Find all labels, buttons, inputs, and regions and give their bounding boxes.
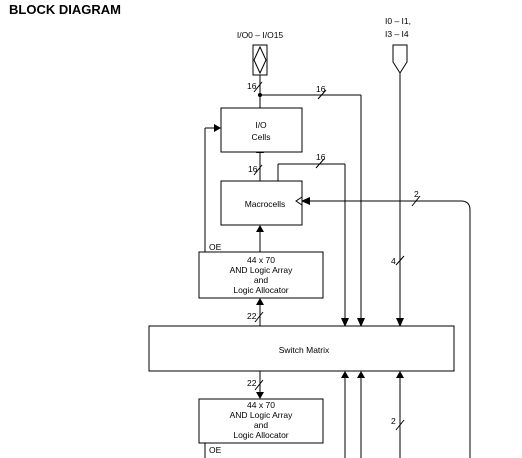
io-cells-label-line2: Cells xyxy=(252,132,271,142)
io-pin-icon xyxy=(252,44,268,76)
bus-width-lower-clock: 2 xyxy=(391,416,396,426)
oe-label-top: OE xyxy=(209,242,222,252)
io-pin-label: I/O0 – I/O15 xyxy=(237,30,284,40)
and-array-bottom-block: 44 x 70 AND Logic Array and Logic Alloca… xyxy=(198,398,324,444)
and-array-bottom-line2: AND Logic Array xyxy=(230,410,294,420)
bus-width-clock-in: 2 xyxy=(414,189,419,199)
bus-width-array-to-matrix: 22 xyxy=(247,311,257,321)
input-pin-label-line1: I0 – I1, xyxy=(385,16,411,26)
and-array-top-block: 44 x 70 AND Logic Array and Logic Alloca… xyxy=(198,251,324,299)
switch-matrix-block: Switch Matrix xyxy=(148,325,455,372)
and-array-bottom-line3: and xyxy=(254,420,268,430)
and-array-top-line3: and xyxy=(254,275,268,285)
and-array-top-line4: Logic Allocator xyxy=(233,285,288,295)
macrocells-block: Macrocells xyxy=(220,180,303,226)
diagram-title: BLOCK DIAGRAM xyxy=(9,2,121,17)
input-pin-icon xyxy=(392,44,408,74)
macrocells-label: Macrocells xyxy=(245,199,286,209)
bus-width-input-pins: 4 xyxy=(391,256,396,266)
and-array-top-line1: 44 x 70 xyxy=(247,255,275,265)
input-pin-label-line2: I3 – I4 xyxy=(385,29,409,39)
bus-width-io-pin: 16 xyxy=(247,81,257,91)
wires xyxy=(204,73,471,458)
bus-width-macro-to-io: 16 xyxy=(248,164,258,174)
switch-matrix-label: Switch Matrix xyxy=(279,345,330,355)
io-cells-label-line1: I/O xyxy=(255,120,267,130)
oe-label-bottom: OE xyxy=(209,445,222,455)
and-array-bottom-line1: 44 x 70 xyxy=(247,400,275,410)
bus-width-io-bypass: 16 xyxy=(316,84,326,94)
and-array-bottom-line4: Logic Allocator xyxy=(233,430,288,440)
bus-width-matrix-to-array: 22 xyxy=(247,378,257,388)
clock-input-marker xyxy=(295,196,303,206)
bus-width-macro-feedback: 16 xyxy=(316,152,326,162)
io-cells-block: I/O Cells xyxy=(220,107,303,153)
and-array-top-line2: AND Logic Array xyxy=(230,265,294,275)
